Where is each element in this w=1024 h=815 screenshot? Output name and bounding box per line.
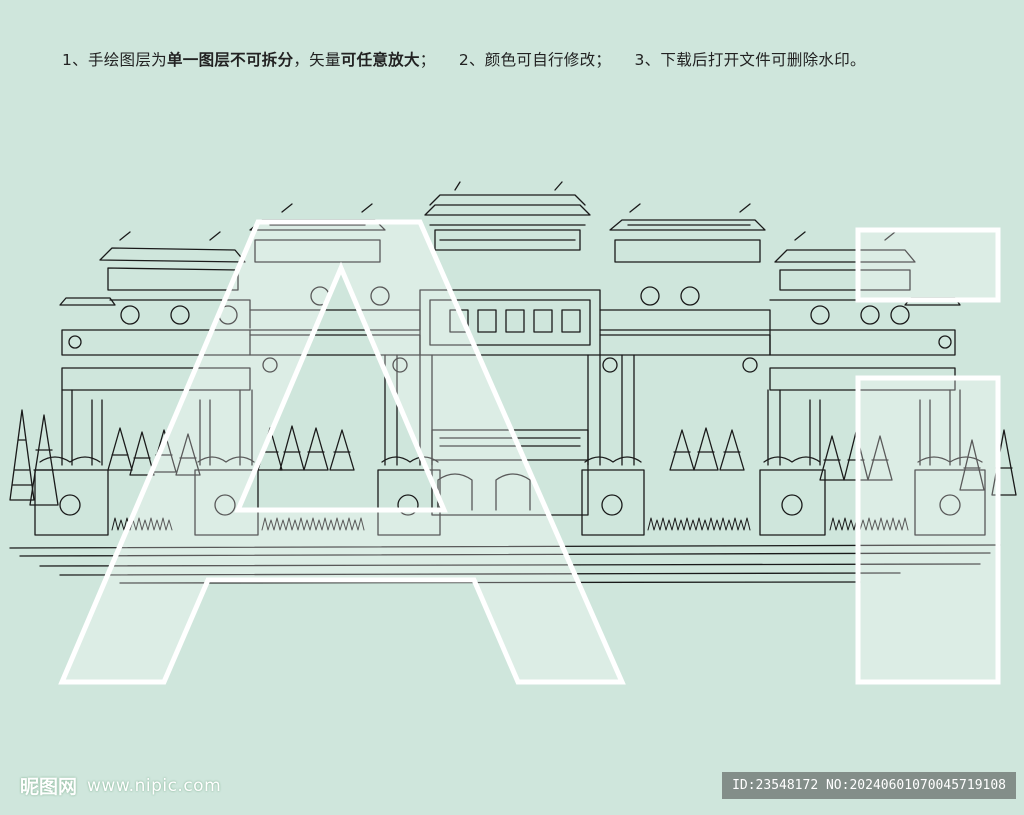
- site-name: 昵图网: [20, 776, 78, 798]
- image-id-badge: ID:23548172 NO:20240601070045719108: [722, 772, 1016, 799]
- lintels: [61, 289, 956, 391]
- ai-watermark: [58, 219, 1001, 685]
- site-url: www.nipic.com: [87, 775, 222, 796]
- instruction-1-prefix: 1、手绘图层为: [62, 51, 167, 69]
- grass: [111, 517, 909, 531]
- instruction-3: 3、下载后打开文件可删除水印。: [634, 51, 866, 69]
- right-inner-roof: [609, 203, 766, 263]
- trees: [9, 409, 1017, 506]
- right-outer-roof: [774, 231, 916, 291]
- instruction-1-bold2: 可任意放大: [340, 51, 420, 69]
- instructions-text: 1、手绘图层为单一图层不可拆分，矢量可任意放大； 2、颜色可自行修改； 3、下载…: [62, 48, 866, 70]
- central-roof: [424, 181, 591, 251]
- plinths: [34, 456, 986, 536]
- end-roofs: [59, 297, 961, 306]
- ground-lines: [9, 544, 1001, 584]
- instruction-1-mid: ，矢量: [293, 51, 341, 69]
- instruction-1-bold: 单一图层不可拆分: [166, 51, 294, 69]
- left-outer-roof: [99, 231, 246, 291]
- instruction-1-end: ；: [419, 51, 436, 69]
- instruction-2: 2、颜色可自行修改；: [458, 51, 612, 69]
- instruction-1: 1、手绘图层为单一图层不可拆分，矢量可任意放大；: [62, 51, 436, 69]
- site-watermark: 昵图网 www.nipic.com: [20, 772, 221, 799]
- columns: [61, 354, 961, 466]
